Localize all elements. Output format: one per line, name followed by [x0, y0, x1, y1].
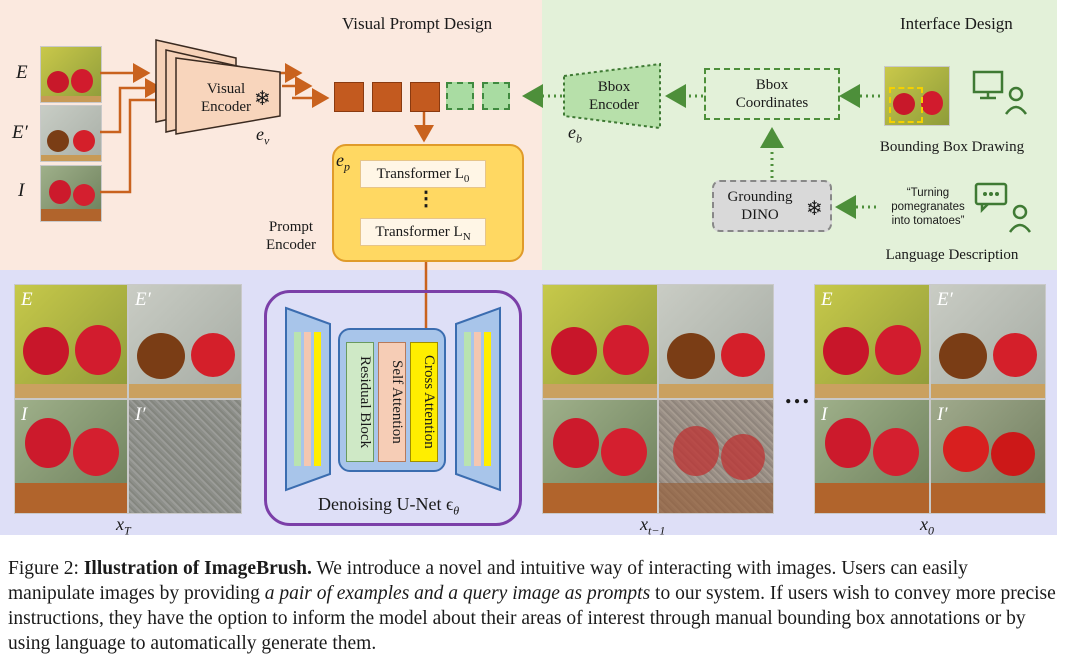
grid-cell-e — [542, 284, 658, 399]
prompt-token — [334, 82, 364, 112]
grid-cell-i-prime-noise: I′ — [128, 399, 242, 514]
grid-cell-e: E — [814, 284, 930, 399]
example-image-e — [40, 46, 102, 103]
input-e-prime-label: E′ — [12, 122, 28, 143]
self-attention-block: Self Attention — [378, 342, 406, 462]
grid-xt: E E′ I I′ — [14, 284, 242, 514]
visual-encoder-label: Visual Encoder — [201, 81, 251, 115]
residual-block: Residual Block — [346, 342, 374, 462]
user-drawing-icon — [972, 70, 1028, 115]
unet-container — [264, 290, 522, 526]
ellipsis: … — [784, 380, 810, 409]
visual-encoder-symbol: ev — [256, 124, 270, 148]
grid-cell-i-prime-result: I′ — [930, 399, 1046, 514]
grid-cell-i-prime-partial — [658, 399, 774, 514]
query-image-i — [40, 165, 102, 222]
bbox-drawing-label: Bounding Box Drawing — [879, 139, 1025, 155]
example-image-e-prime — [40, 105, 102, 162]
grid-cell-e-prime: E′ — [128, 284, 242, 399]
bbox-encoder — [563, 62, 661, 130]
prompt-token — [410, 82, 440, 112]
grounding-dino-label: Grounding DINO — [727, 189, 793, 223]
bbox-drawing-image — [884, 66, 950, 126]
figure-caption: Figure 2: Illustration of ImageBrush. We… — [8, 558, 1056, 654]
bbox-encoder-label: Bbox Encoder — [589, 79, 639, 113]
bbox-coordinates-box — [704, 68, 840, 120]
prompt-token — [372, 82, 402, 112]
grid-cell-e-prime — [658, 284, 774, 399]
diagram-connectors — [100, 63, 880, 347]
xt-label: xT — [116, 514, 131, 538]
frozen-snowflake-icon: ❄ — [254, 88, 271, 110]
bbox-token — [482, 82, 510, 110]
grid-x0: E E′ I I′ — [814, 284, 1046, 514]
grid-cell-i: I — [14, 399, 128, 514]
interface-design-title: Interface Design — [900, 14, 1013, 33]
language-quote: “Turning pomegranates into tomatoes” — [891, 187, 965, 227]
transformer-ellipsis: ⋮ — [416, 188, 436, 210]
transformer-ln: Transformer LN — [360, 218, 486, 246]
input-i-label: I — [18, 180, 25, 201]
x0-label: x0 — [920, 514, 934, 538]
visual-encoder — [155, 39, 281, 135]
grid-cell-i: I — [814, 399, 930, 514]
user-speaking-icon — [974, 182, 1032, 233]
prompt-encoder-label: Prompt Encoder — [266, 219, 316, 253]
bbox-encoder-symbol: eb — [568, 122, 582, 146]
grounding-dino-box — [712, 180, 832, 232]
visual-prompt-title: Visual Prompt Design — [342, 14, 493, 33]
prompt-encoder-symbol: ep — [336, 150, 350, 174]
grid-cell-e-prime: E′ — [930, 284, 1046, 399]
xt-minus-1-label: xt−1 — [640, 514, 666, 538]
grid-cell-e: E — [14, 284, 128, 399]
transformer-l0: Transformer L0 — [360, 160, 486, 188]
unet-left-encoder — [285, 306, 331, 492]
input-e-label: E — [16, 62, 28, 83]
frozen-snowflake-icon: ❄ — [806, 198, 823, 220]
unet-right-decoder — [455, 306, 501, 492]
unet-label: Denoising U-Net ϵθ — [318, 494, 460, 518]
language-description-label: Language Description — [885, 247, 1019, 263]
cross-attention-block: Cross Attention — [410, 342, 438, 462]
grid-cell-i — [542, 399, 658, 514]
bbox-token — [446, 82, 474, 110]
bbox-coordinates-label: Bbox Coordinates — [735, 77, 809, 111]
grid-xt-minus-1 — [542, 284, 774, 514]
